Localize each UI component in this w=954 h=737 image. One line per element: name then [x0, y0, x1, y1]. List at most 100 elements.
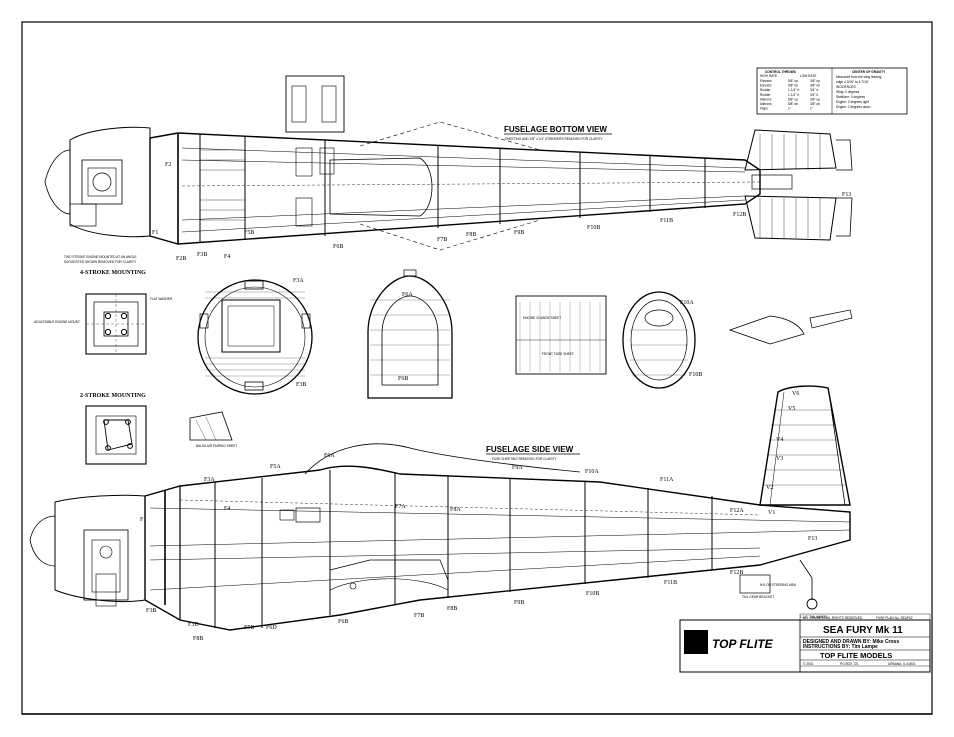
label-f2b: F2B	[176, 256, 186, 262]
tail-gear-label: TAIL GEAR BRACKET	[742, 595, 774, 599]
fuselage-bottom-view	[44, 75, 853, 251]
throws-cell: Flaps	[760, 107, 768, 111]
label-f5b-side: F5B	[244, 625, 254, 631]
label-f7a-side: F7A	[395, 504, 406, 510]
label-f10b-detail: F10B	[689, 372, 702, 378]
cg-line: Measured from the wing leading	[836, 75, 882, 79]
fuselage-side-view	[29, 443, 851, 631]
company-name: TOP FLITE MODELS	[820, 651, 892, 660]
copyright: © 2001	[803, 662, 814, 666]
label-f11b: F11B	[660, 218, 673, 224]
label-v3: V3	[776, 456, 783, 462]
label-f3a: F3A	[293, 278, 304, 284]
throws-cell: 3/8" up	[810, 79, 820, 83]
cg-line: Wing: 0 degrees	[836, 90, 860, 94]
bottom-view-subtitle: SHEETING AND 1/8" x 1/4" STRINGERS REMOV…	[505, 137, 603, 141]
model-name: SEA FURY Mk 11	[823, 625, 903, 636]
fillet-part	[728, 315, 805, 345]
logo-mark: TF	[687, 634, 708, 653]
label-v2: V2	[766, 485, 773, 491]
throws-cell: 3/4" lt	[810, 93, 818, 97]
label-f3a-side: F3A	[204, 477, 215, 483]
cg-line: INCIDENCES	[836, 85, 856, 89]
control-throws-table: CONTROL THROWS HIGH RATE LOW RATE Elevat…	[756, 67, 908, 115]
cg-line: Engine: 2 degrees down	[836, 105, 871, 109]
label-f9b-side: F9B	[514, 600, 524, 606]
instructions-by: INSTRUCTIONS BY: Tim Lampe	[803, 644, 878, 650]
throws-cell: Rudder	[760, 88, 771, 92]
throws-cell: Ailerons	[760, 102, 772, 106]
throws-col-b: LOW RATE	[800, 74, 816, 78]
label-f13: F13	[842, 192, 851, 198]
throws-cell: 1-1/4" rt	[788, 88, 799, 92]
label-f10b-side: F10B	[586, 591, 599, 597]
label-f6a: F6A	[402, 292, 413, 298]
logo-text: TOP FLITE	[712, 637, 774, 651]
label-f3d-side: F3D	[188, 622, 199, 628]
side-view-labels: FUSELAGE SIDE VIEW FUSE SHEETING REMOVED…	[140, 445, 828, 642]
bottom-view-labels: FUSELAGE BOTTOM VIEW SHEETING AND 1/8" x…	[64, 125, 851, 264]
title-block	[679, 613, 931, 673]
two-stroke-title: 2-STROKE MOUNTING	[80, 393, 146, 399]
throws-cell: 5/8" up	[788, 79, 798, 83]
label-f4: F4	[224, 254, 230, 260]
label-f4-side: F4	[224, 506, 230, 512]
label-f1: F1	[152, 230, 158, 236]
front-sheet-label: FRONT FUSE SHEET	[542, 352, 574, 356]
label-f5a-side: F5A	[270, 464, 281, 470]
engine-note-2: SUGGESTED SHOWN REMOVED FOR CLARITY	[64, 260, 137, 264]
label-f12a-side: F12A	[730, 508, 744, 514]
former-f6a	[367, 269, 453, 399]
throws-cell: Ailerons	[760, 97, 772, 101]
label-f11b-side: F11B	[664, 580, 677, 586]
label-f6b: F6B	[333, 244, 343, 250]
cg-line: edge 4-3/16" to 4-7/16"	[836, 80, 869, 84]
label-f13-side: F13	[808, 536, 817, 542]
label-f12b: F12B	[733, 212, 746, 218]
throws-cell: 1"	[788, 107, 791, 111]
four-stroke-title: 4-STROKE MOUNTING	[80, 270, 146, 276]
label-f1-side: F1	[140, 517, 146, 523]
throws-cell: 3/8" dn	[810, 84, 820, 88]
throws-cell: 3/8" up	[810, 97, 820, 101]
throws-cell: 3/8" dn	[810, 102, 820, 106]
label-f6b-side: F6B	[338, 619, 348, 625]
label-f5b: F5B	[244, 230, 254, 236]
label-f3b: F3B	[197, 252, 207, 258]
border-frame	[21, 21, 933, 715]
label-v5: V5	[788, 406, 795, 412]
tail-wheel-label: 1-1/2" TAIL WHEEL	[800, 615, 828, 619]
throws-col-a: HIGH RATE	[760, 74, 777, 78]
throws-cell: Rudder	[760, 93, 771, 97]
label-f10b: F10B	[587, 225, 600, 231]
four-stroke-mount-detail	[85, 293, 147, 355]
throws-cell: Elevator	[760, 84, 773, 88]
label-f9a-side: F9A	[512, 465, 523, 471]
mount-label: ADJUSTABLE ENGINE MOUNT	[34, 320, 80, 324]
label-f10a-side: F10A	[585, 469, 599, 475]
label-v6: V6	[792, 391, 799, 397]
fairing-label: BALSA AIR FAIRING SHEET	[196, 444, 237, 448]
throws-cell: 1"	[810, 107, 813, 111]
label-f8b-side: F8B	[447, 606, 457, 612]
label-f3b-detail: F3B	[296, 382, 306, 388]
label-f10a: F10A	[680, 300, 694, 306]
city: URBANA, IL 61801	[888, 662, 916, 666]
vertical-fin	[759, 385, 851, 506]
throws-cell: 3/4" rt	[810, 88, 819, 92]
cowl-sheet	[515, 295, 607, 375]
rights-text: ALL COMMERCIAL RIGHTS RESERVED	[803, 616, 863, 620]
throws-cell: Elevator	[760, 79, 773, 83]
cowl-sheet-label: ENGINE CHANGE SHEET	[523, 316, 561, 320]
label-f7b: F7B	[437, 237, 447, 243]
throws-cell: 5/8" up	[788, 97, 798, 101]
label-f8b-lower: F8B	[193, 636, 203, 642]
address: PO BOX 721	[840, 662, 859, 666]
label-f8b: F8B	[466, 232, 476, 238]
fillet-part-2	[809, 309, 853, 329]
label-f9b: F9B	[514, 230, 524, 236]
throws-title: CONTROL THROWS	[765, 70, 796, 74]
label-f6d-side: F6D	[266, 625, 277, 631]
label-f2: F2	[165, 162, 171, 168]
designed-by: DESIGNED AND DRAWN BY: Mike Cross	[803, 639, 899, 645]
